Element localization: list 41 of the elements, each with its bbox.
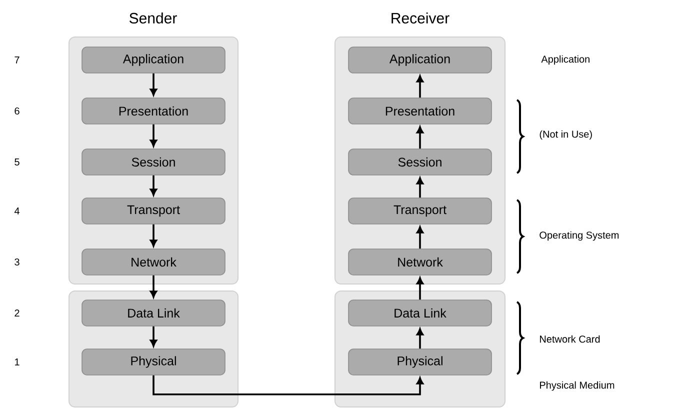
layer-number: 7: [14, 56, 20, 64]
layer-number: 4: [14, 208, 20, 214]
layer-number: 1: [15, 358, 20, 366]
arrow: [150, 124, 158, 147]
arrow: [150, 326, 158, 347]
column-heading: Sender: [130, 12, 177, 24]
physical-medium-label: Physical Medium: [540, 381, 614, 391]
layer-number: 3: [14, 258, 20, 266]
layer-box: Presentation: [348, 98, 492, 124]
arrow: [150, 224, 158, 247]
arrow: [416, 177, 424, 198]
group-label: Application: [541, 55, 590, 65]
arrow: [152, 375, 424, 396]
group-label: (Not in Use): [540, 130, 592, 140]
arrow: [416, 277, 424, 300]
layer-number: 6: [14, 107, 20, 115]
layer-box: Transport: [82, 198, 226, 224]
arrow: [416, 226, 424, 249]
layer-box: Transport: [348, 198, 492, 224]
arrow: [150, 73, 158, 96]
arrow: [150, 175, 158, 196]
arrow: [150, 275, 158, 298]
arrow: [416, 75, 424, 98]
group-label: Operating System: [540, 231, 619, 241]
layer-box: Presentation: [82, 98, 226, 124]
column-heading: Receiver: [392, 12, 450, 24]
layer-box: Session: [348, 148, 492, 176]
layer-box: Network: [82, 248, 226, 276]
layer-box: Network: [348, 248, 492, 276]
layer-box: Data Link: [82, 300, 226, 326]
layer-box: Data Link: [348, 300, 492, 326]
layer-box: Application: [82, 46, 226, 74]
layer-box: Physical: [82, 348, 226, 376]
arrow: [416, 328, 424, 349]
layer-number: 5: [14, 158, 20, 166]
layer-box: Session: [82, 148, 226, 176]
layer-box: Application: [348, 46, 492, 74]
arrow: [416, 126, 424, 149]
layer-number: 2: [14, 310, 20, 316]
group-label: Network Card: [540, 335, 600, 343]
layer-box: Physical: [348, 348, 492, 376]
